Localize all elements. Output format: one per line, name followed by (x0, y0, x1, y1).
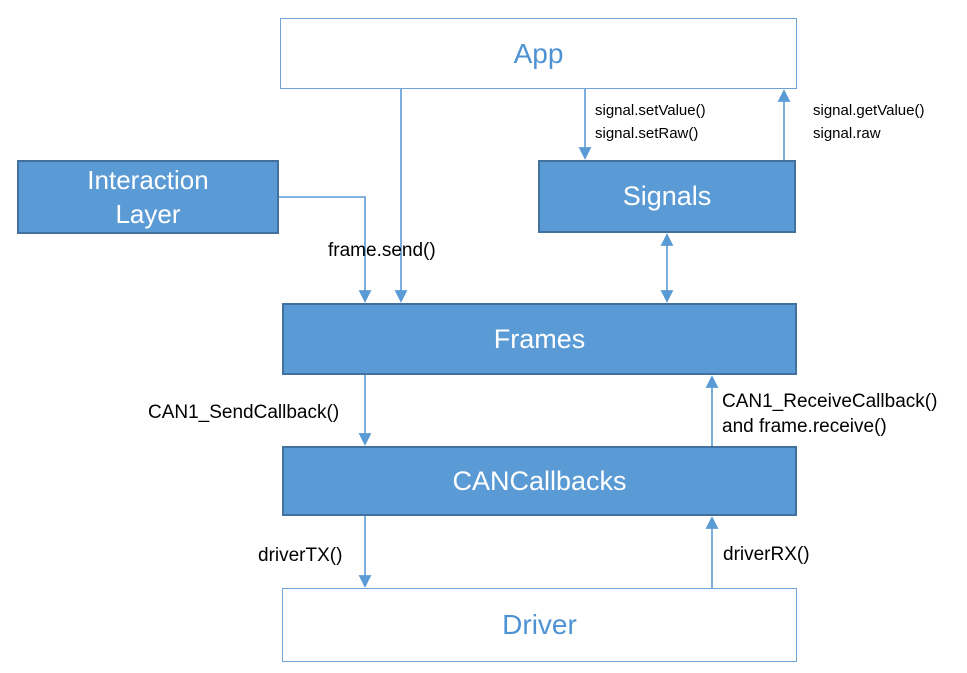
edge-label-frame-send: frame.send() (328, 240, 436, 261)
node-interaction-layer-label: Interaction Layer (87, 165, 209, 229)
node-cancallbacks-label: CANCallbacks (452, 465, 627, 496)
node-interaction-layer: Interaction Layer (17, 160, 279, 234)
node-signals: Signals (538, 160, 796, 233)
node-signals-label: Signals (622, 181, 712, 211)
edge-label-can1-receive-callback: CAN1_ReceiveCallback() and frame.receive… (722, 391, 938, 437)
node-cancallbacks: CANCallbacks (282, 446, 797, 516)
edge-label-driver-rx: driverRX() (723, 544, 810, 565)
edge-label-signal-get: signal.getValue() signal.raw (813, 102, 925, 142)
edge-label-signal-set: signal.setValue() signal.setRaw() (595, 102, 706, 142)
edge-label-driver-tx: driverTX() (258, 545, 343, 566)
edge-interaction-layer-to-frames (279, 196, 372, 303)
node-app: App (280, 18, 797, 89)
node-driver-label: Driver (502, 609, 577, 640)
node-driver: Driver (282, 588, 797, 662)
node-frames: Frames (282, 303, 797, 375)
edge-label-can1-send-callback: CAN1_SendCallback() (148, 402, 340, 423)
node-frames-label: Frames (493, 323, 586, 354)
node-app-label: App (513, 37, 564, 69)
